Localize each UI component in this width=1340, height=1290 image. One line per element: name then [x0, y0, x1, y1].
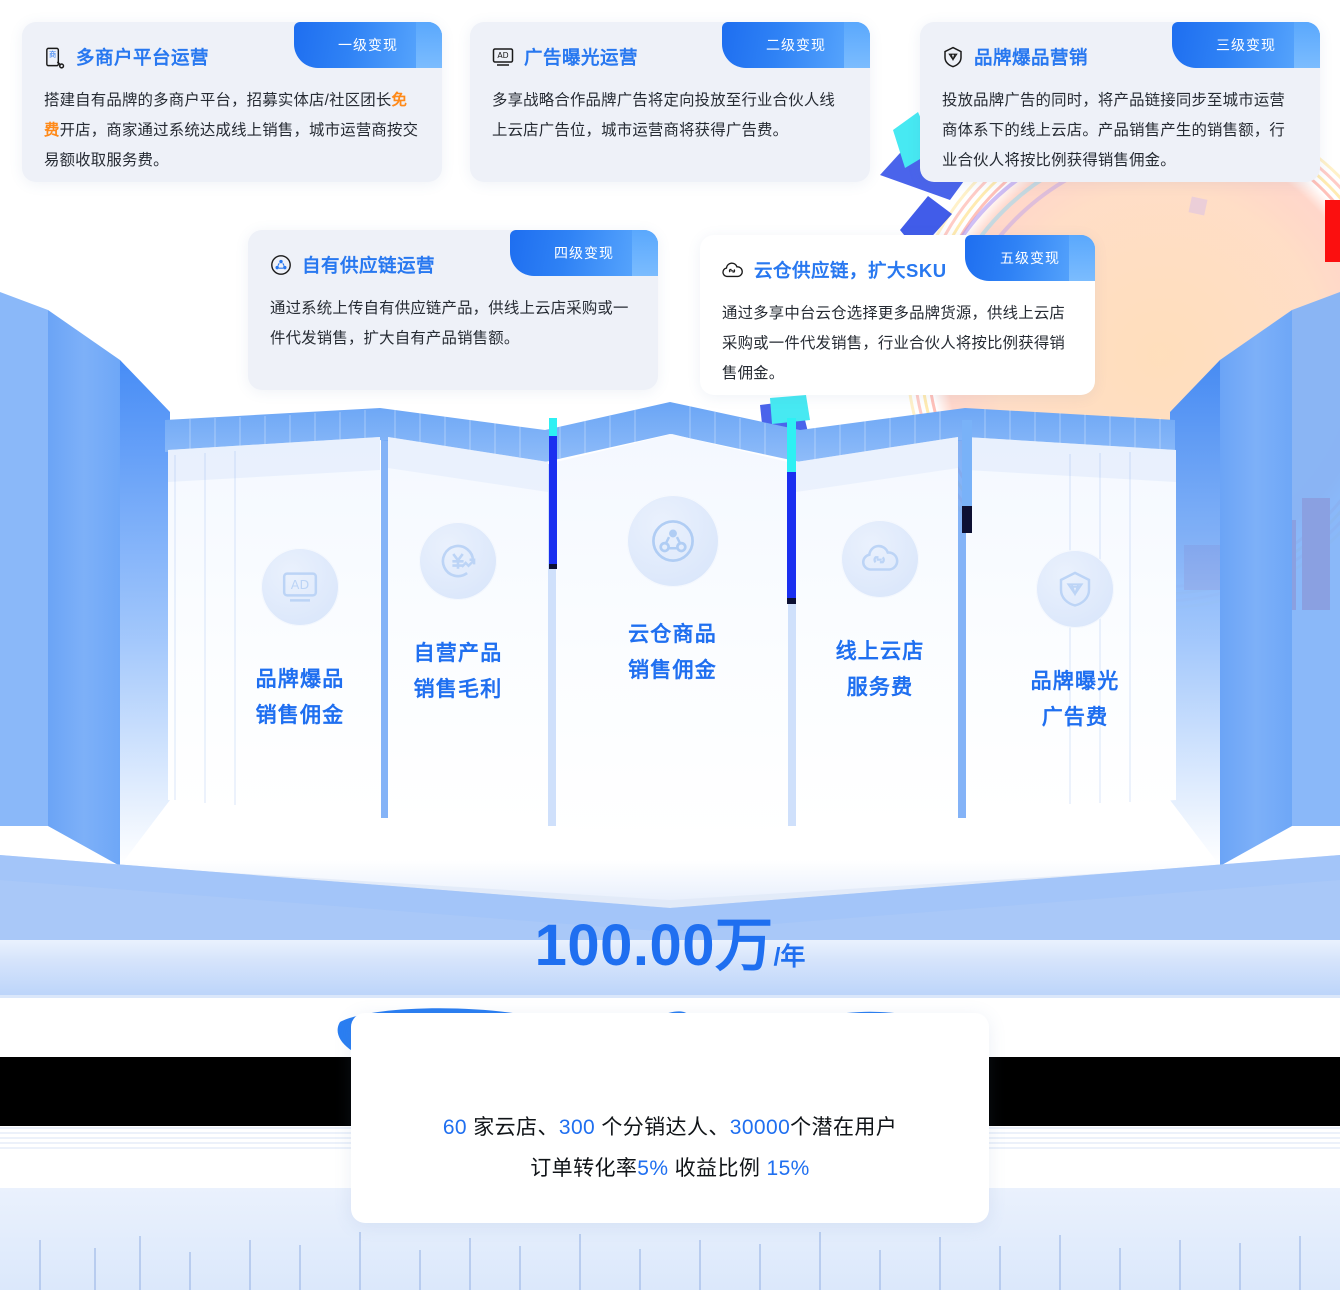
summary-value-block: 100.00万/年: [0, 898, 1340, 982]
stat-text: 收益比例: [668, 1157, 767, 1180]
diamond-icon: [940, 45, 965, 70]
stats-line-2: 订单转化率5% 收益比例 15%: [530, 1148, 809, 1189]
cloud-link-icon: [720, 258, 745, 283]
info-card-3-title: 品牌爆品营销: [974, 47, 1089, 68]
info-card-3-body: 投放品牌广告的同时，将产品链接同步至城市运营商体系下的线上云店。产品销售产生的销…: [942, 92, 1285, 169]
info-card-3-badge: 三级变现: [1172, 22, 1320, 68]
stat-text: 订单转化率: [530, 1157, 638, 1180]
info-card-1-header: 商 多商户平台运营: [22, 22, 442, 74]
info-card-4-badge: 四级变现: [510, 230, 658, 276]
funnel-right-wall: [1220, 310, 1292, 866]
svg-text:商: 商: [49, 50, 56, 59]
stat-number: 30000: [729, 1116, 791, 1139]
svg-text:AD: AD: [497, 51, 508, 60]
info-card-2-badge: 二级变现: [722, 22, 870, 68]
info-card-2-header: AD 广告曝光运营: [470, 22, 870, 74]
stats-line-1: 60 家云店、300 个分销达人、30000个潜在用户: [443, 1107, 897, 1148]
info-card-3-header: 品牌爆品营销: [920, 22, 1320, 74]
info-card-5-body: 通过多享中台云仓选择更多品牌货源，供线上云店采购或一件代发销售，行业合伙人将按比…: [722, 305, 1065, 382]
funnel-base-v: [0, 855, 1340, 995]
summary-unit: /年: [773, 943, 806, 971]
funnel-top-rim: [165, 402, 1175, 462]
storefront-icon: 商: [42, 45, 67, 70]
info-card-5-header: 云仓供应链，扩大SKU: [700, 235, 1095, 287]
stat-text: 家云店、: [467, 1116, 559, 1139]
summary-value: 100.00万: [534, 913, 774, 978]
stat-text: 个分销达人、: [595, 1116, 730, 1139]
stat-number: 60: [442, 1116, 468, 1139]
info-card-1-title: 多商户平台运营: [76, 47, 210, 68]
stat-number: 15%: [766, 1157, 810, 1180]
info-card-4[interactable]: 自有供应链运营 四级变现 通过系统上传自有供应链产品，供线上云店采购或一件代发销…: [248, 230, 658, 390]
decor-scanlines: [0, 1127, 1340, 1290]
info-card-1[interactable]: 商 多商户平台运营 一级变现 搭建自有品牌的多商户平台，招募实体店/社区团长免费…: [22, 22, 442, 182]
supply-chain-icon: [268, 253, 293, 278]
ad-icon: AD: [490, 45, 515, 70]
decor-bar-right: [988, 1057, 1340, 1126]
stats-card: 60 家云店、300 个分销达人、30000个潜在用户 订单转化率5% 收益比例…: [351, 1013, 989, 1223]
free-highlight: 免费: [44, 92, 408, 139]
info-card-2[interactable]: AD 广告曝光运营 二级变现 多享战略合作品牌广告将定向投放至行业合伙人线上云店…: [470, 22, 870, 182]
info-card-1-badge: 一级变现: [294, 22, 442, 68]
funnel-seams: [381, 418, 972, 826]
info-card-3[interactable]: 品牌爆品营销 三级变现 投放品牌广告的同时，将产品链接同步至城市运营商体系下的线…: [920, 22, 1320, 182]
info-card-1-body: 搭建自有品牌的多商户平台，招募实体店/社区团长免费开店，商家通过系统达成线上销售…: [44, 92, 419, 169]
stat-number: 5%: [637, 1157, 669, 1180]
info-card-4-header: 自有供应链运营: [248, 230, 658, 282]
stat-number: 300: [558, 1116, 596, 1139]
decor-bar-left: [0, 1057, 352, 1126]
info-card-4-title: 自有供应链运营: [302, 255, 436, 276]
info-card-5-title: 云仓供应链，扩大SKU: [754, 260, 947, 281]
stat-text: 个潜在用户: [790, 1116, 898, 1139]
info-card-5-badge: 五级变现: [965, 235, 1095, 281]
info-card-5[interactable]: 云仓供应链，扩大SKU 五级变现 通过多享中台云仓选择更多品牌货源，供线上云店采…: [700, 235, 1095, 395]
funnel-left-wall: [48, 310, 120, 866]
info-card-2-title: 广告曝光运营: [524, 47, 639, 68]
info-card-2-body: 多享战略合作品牌广告将定向投放至行业合伙人线上云店广告位，城市运营商将获得广告费…: [492, 92, 835, 139]
info-card-4-body: 通过系统上传自有供应链产品，供线上云店采购或一件代发销售，扩大自有产品销售额。: [270, 300, 629, 347]
funnel-texture: [174, 451, 1131, 805]
